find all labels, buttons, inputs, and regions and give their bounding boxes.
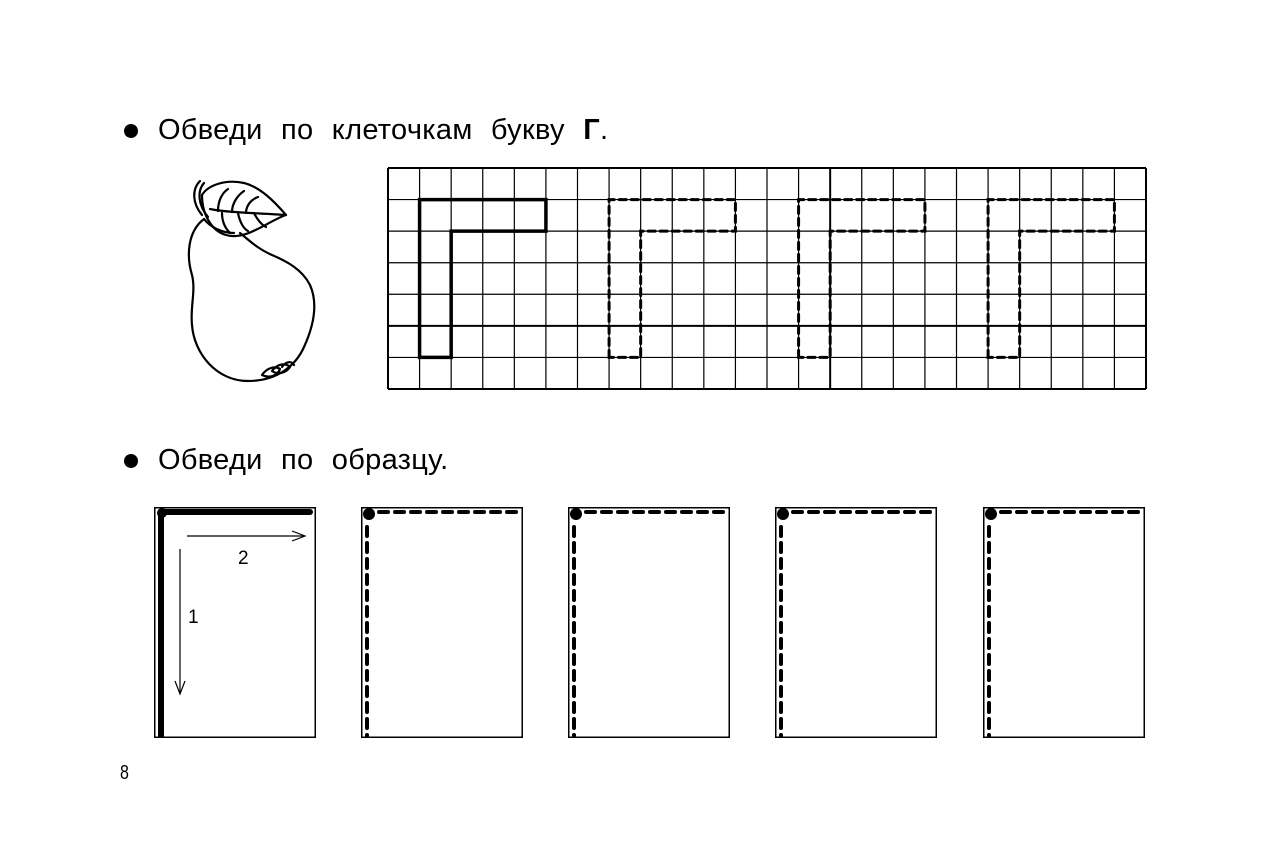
bullet-icon: [124, 453, 138, 468]
pear-icon: [182, 175, 324, 387]
arrow-right-icon: [187, 530, 307, 542]
tracing-card: [983, 507, 1145, 738]
tracing-card: [361, 507, 523, 738]
task-2-heading: Обведи по образцу.: [124, 444, 448, 477]
arrow-right-label: 2: [238, 548, 249, 569]
sample-card: 1 2: [154, 507, 316, 738]
letter-tracing-grid: [387, 167, 1147, 390]
letter-g-dashed: [986, 198, 1116, 359]
task-1-text: Обведи по клеточкам букву: [158, 114, 584, 146]
letter-g-sample: [417, 197, 548, 360]
letter-g-dashed: [797, 198, 927, 359]
task-1-suffix: .: [599, 114, 609, 146]
task-1-heading: Обведи по клеточкам букву Г.: [124, 114, 608, 147]
letter-g-dashed: [607, 198, 737, 359]
task-2-text: Обведи по образцу.: [158, 444, 449, 476]
tracing-card: [775, 507, 937, 738]
tracing-card: [568, 507, 730, 738]
page-number: 8: [120, 762, 129, 784]
bullet-icon: [124, 123, 138, 138]
arrow-down-label: 1: [188, 607, 199, 628]
arrow-down-icon: [174, 549, 186, 696]
task-1-letter: Г: [583, 114, 600, 146]
